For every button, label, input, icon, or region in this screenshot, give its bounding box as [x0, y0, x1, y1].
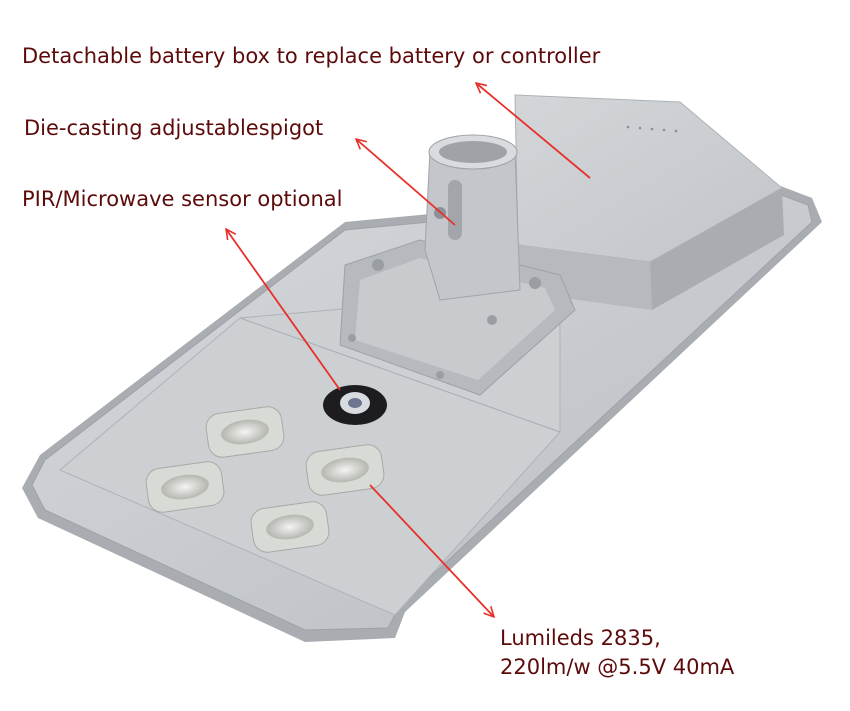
- label-battery-box: Detachable battery box to replace batter…: [22, 44, 601, 68]
- label-leds-line2: 220lm/w @5.5V 40mA: [500, 655, 735, 679]
- pir-sensor: [323, 385, 387, 425]
- arrow-leds: [369, 484, 494, 617]
- arrow-spigot: [356, 139, 456, 226]
- led-lenses: [145, 406, 385, 553]
- arrow-battery-box: [476, 83, 591, 179]
- arrow-sensor: [226, 229, 341, 391]
- label-spigot: Die-casting adjustablespigot: [24, 116, 324, 140]
- label-leds-line1: Lumileds 2835,: [500, 626, 661, 650]
- label-sensor: PIR/Microwave sensor optional: [22, 187, 343, 211]
- spigot: [339, 134, 576, 396]
